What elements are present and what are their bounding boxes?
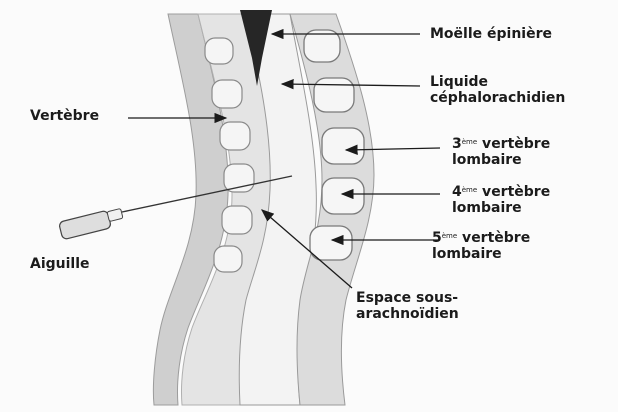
spinous-process bbox=[214, 246, 242, 272]
label-liquide-line2: céphalorachidien bbox=[430, 90, 565, 106]
spinous-process bbox=[205, 38, 233, 64]
vertebral-body-l5 bbox=[310, 226, 352, 260]
label-aiguille: Aiguille bbox=[30, 256, 90, 272]
label-liquide: Liquide céphalorachidien bbox=[430, 74, 565, 106]
label-espace-sous-arachnoidien: Espace sous- arachnoïdien bbox=[356, 290, 459, 322]
label-l4: 4ème vertèbre lombaire bbox=[452, 184, 550, 216]
label-l5-sup: ème bbox=[442, 232, 457, 240]
label-l4-line2: lombaire bbox=[452, 200, 550, 216]
vertebral-body bbox=[314, 78, 354, 112]
label-moelle-epiniere: Moëlle épinière bbox=[430, 26, 552, 42]
label-l5-word: vertèbre bbox=[457, 230, 530, 246]
label-l4-sup: ème bbox=[462, 186, 477, 194]
label-l4-num: 4 bbox=[452, 184, 462, 200]
label-l3-sup: ème bbox=[462, 138, 477, 146]
label-l3-word: vertèbre bbox=[477, 136, 550, 152]
vertebral-body bbox=[304, 30, 340, 62]
label-l3-num: 3 bbox=[452, 136, 462, 152]
label-l3-line2: lombaire bbox=[452, 152, 550, 168]
vertebral-body-l3 bbox=[322, 128, 364, 164]
label-liquide-line1: Liquide bbox=[430, 74, 565, 90]
label-l3: 3ème vertèbre lombaire bbox=[452, 136, 550, 168]
spinous-process bbox=[212, 80, 242, 108]
label-l4-word: vertèbre bbox=[477, 184, 550, 200]
spinous-process bbox=[222, 206, 252, 234]
label-l5: 5ème vertèbre lombaire bbox=[432, 230, 530, 262]
spinous-process bbox=[220, 122, 250, 150]
label-l5-line2: lombaire bbox=[432, 246, 530, 262]
needle-hub bbox=[107, 208, 123, 221]
label-vertebre: Vertèbre bbox=[30, 108, 99, 124]
label-espace-line2: arachnoïdien bbox=[356, 306, 459, 322]
syringe-body bbox=[59, 210, 112, 240]
label-espace-line1: Espace sous- bbox=[356, 290, 459, 306]
label-l5-num: 5 bbox=[432, 230, 442, 246]
vertebral-body-l4 bbox=[322, 178, 364, 214]
